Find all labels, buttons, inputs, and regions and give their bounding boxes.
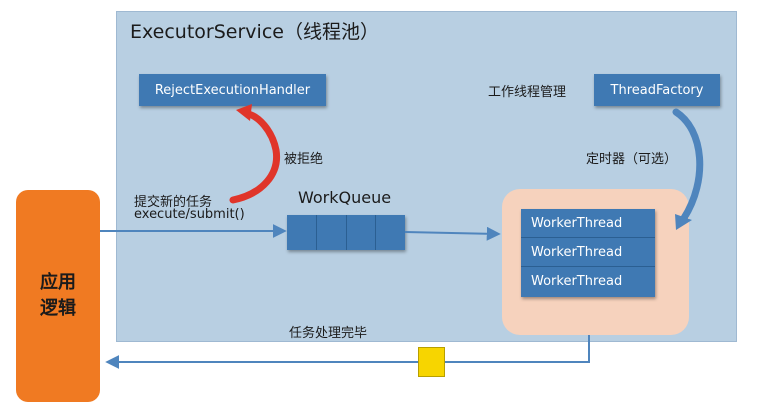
application-logic-box: 应用 逻辑 xyxy=(16,190,100,402)
execute-submit-label: execute/submit() xyxy=(134,207,245,222)
reject-curved-arrow xyxy=(229,110,281,204)
rejected-label: 被拒绝 xyxy=(284,152,324,167)
worker-thread-group: WorkerThread WorkerThread WorkerThread xyxy=(521,209,655,297)
work-queue-slot xyxy=(376,215,405,250)
work-queue-title: WorkQueue xyxy=(298,188,392,207)
worker-thread-2: WorkerThread xyxy=(521,238,655,267)
work-queue xyxy=(287,215,405,250)
completed-result-marker xyxy=(418,347,445,377)
work-queue-slot xyxy=(346,215,377,250)
thread-factory-box: ThreadFactory xyxy=(594,74,720,106)
thread-factory-arrow-head xyxy=(675,214,692,230)
thread-factory-curved-arrow xyxy=(672,108,704,222)
application-logic-line2: 逻辑 xyxy=(40,298,76,319)
work-queue-slot xyxy=(316,215,347,250)
worker-management-caption: 工作线程管理 xyxy=(488,85,567,100)
queue-to-workers-arrow xyxy=(404,226,501,241)
worker-thread-1: WorkerThread xyxy=(521,209,655,238)
work-queue-slot xyxy=(287,215,317,250)
submit-task-label: 提交新的任务 xyxy=(134,195,213,210)
completed-return-arrow xyxy=(105,335,590,369)
executor-service-title: ExecutorService（线程池） xyxy=(130,21,379,43)
task-completed-label: 任务处理完毕 xyxy=(289,326,368,341)
timer-label: 定时器（可选） xyxy=(586,152,678,167)
application-logic-line1: 应用 xyxy=(40,272,76,293)
worker-thread-3: WorkerThread xyxy=(531,274,623,289)
reject-arrow-head xyxy=(236,104,252,121)
reject-execution-handler-box: RejectExecutionHandler xyxy=(139,74,326,106)
